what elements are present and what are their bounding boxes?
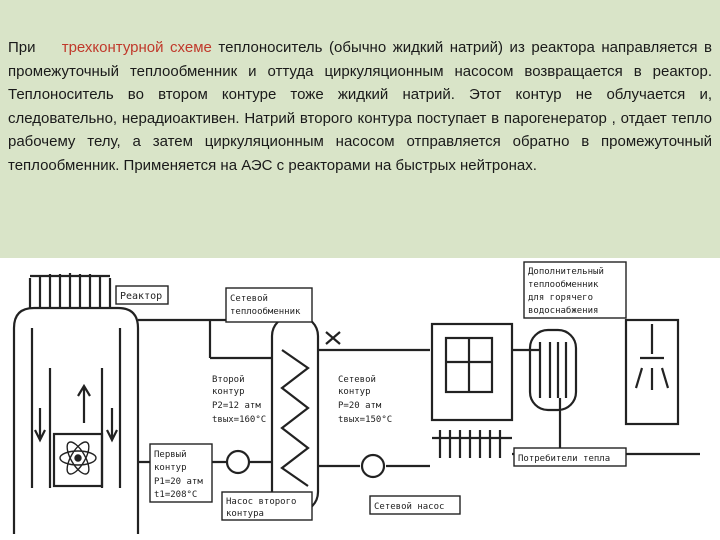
reactor-top-rods	[28, 273, 112, 308]
text-panel: При трехконтурной схеме теплоноситель (о…	[0, 0, 720, 258]
flow-arrow-right	[106, 408, 118, 443]
network-circuit-2: контур	[338, 387, 371, 397]
flow-arrow-left	[34, 408, 46, 443]
additional-hx-1: Дополнительный	[528, 267, 604, 277]
three-circuit-diagram: Реактор Сетевой теплообменник Второй кон…	[12, 261, 700, 534]
valve-symbol	[325, 331, 341, 345]
second-circuit-2: контур	[212, 387, 245, 397]
second-circuit-pump	[360, 453, 386, 479]
paragraph-rest: теплоноситель (обычно жидкий натрий) из …	[8, 39, 713, 174]
hx-label-2: теплообменник	[230, 306, 301, 317]
shower-box	[624, 318, 680, 426]
second-pump-label-box	[221, 491, 313, 521]
building-box	[430, 322, 514, 422]
additional-hx-3: для горячего	[528, 293, 593, 303]
reactor-inner-wall	[30, 328, 122, 488]
second-pump-1: Насос второго	[226, 497, 296, 507]
reactor-core	[52, 432, 104, 488]
reactor-vessel	[12, 306, 140, 534]
network-circuit-3: P=20 атм	[338, 401, 382, 411]
paragraph-start: При	[8, 39, 36, 56]
heat-exchanger-label-box	[225, 287, 313, 323]
first-circuit-2: контур	[154, 463, 187, 473]
additional-hx-body	[528, 328, 578, 412]
reactor-label: Реактор	[120, 291, 162, 302]
hx-label-1: Сетевой	[230, 294, 268, 304]
first-circuit-3: P1=20 атм	[154, 477, 203, 487]
second-circuit-1: Второй	[212, 375, 245, 385]
highlighted-term: трехконтурной схеме	[61, 39, 212, 56]
additional-hx-4: водоснабжения	[528, 305, 598, 316]
second-circuit-4: tвых=160°C	[212, 415, 266, 425]
second-circuit-3: P2=12 атм	[212, 401, 261, 411]
network-pump-label: Сетевой насос	[374, 502, 444, 512]
first-circuit-pump	[225, 449, 251, 475]
additional-hx-coil	[538, 342, 568, 398]
primary-pipe-hx	[208, 320, 272, 360]
network-circuit-1: Сетевой	[338, 375, 376, 385]
radiators	[432, 430, 512, 458]
second-circuit-pipe	[318, 348, 430, 468]
first-circuit-1: Первый	[154, 450, 187, 460]
network-circuit-4: tвых=150°C	[338, 415, 392, 425]
heat-consumers-label-box	[513, 447, 627, 467]
heat-consumers-label: Потребители тепла	[518, 453, 610, 464]
reactor-label-box	[115, 285, 169, 305]
additional-hx-2: теплообменник	[528, 279, 599, 290]
shower-head	[634, 324, 670, 390]
window-frame	[446, 338, 492, 392]
first-circuit-label-box	[149, 443, 213, 503]
first-circuit-4: t1=208°C	[154, 490, 197, 500]
description-paragraph: При трехконтурной схеме теплоноситель (о…	[8, 36, 712, 177]
additional-hx-label-box	[523, 261, 627, 319]
network-pump-label-box	[369, 495, 461, 515]
flow-arrow-up	[77, 383, 91, 423]
heat-exchanger-body	[270, 314, 320, 514]
atom-icon	[59, 441, 97, 475]
second-pump-2: контура	[226, 509, 264, 519]
heat-exchanger-coil	[280, 349, 310, 487]
